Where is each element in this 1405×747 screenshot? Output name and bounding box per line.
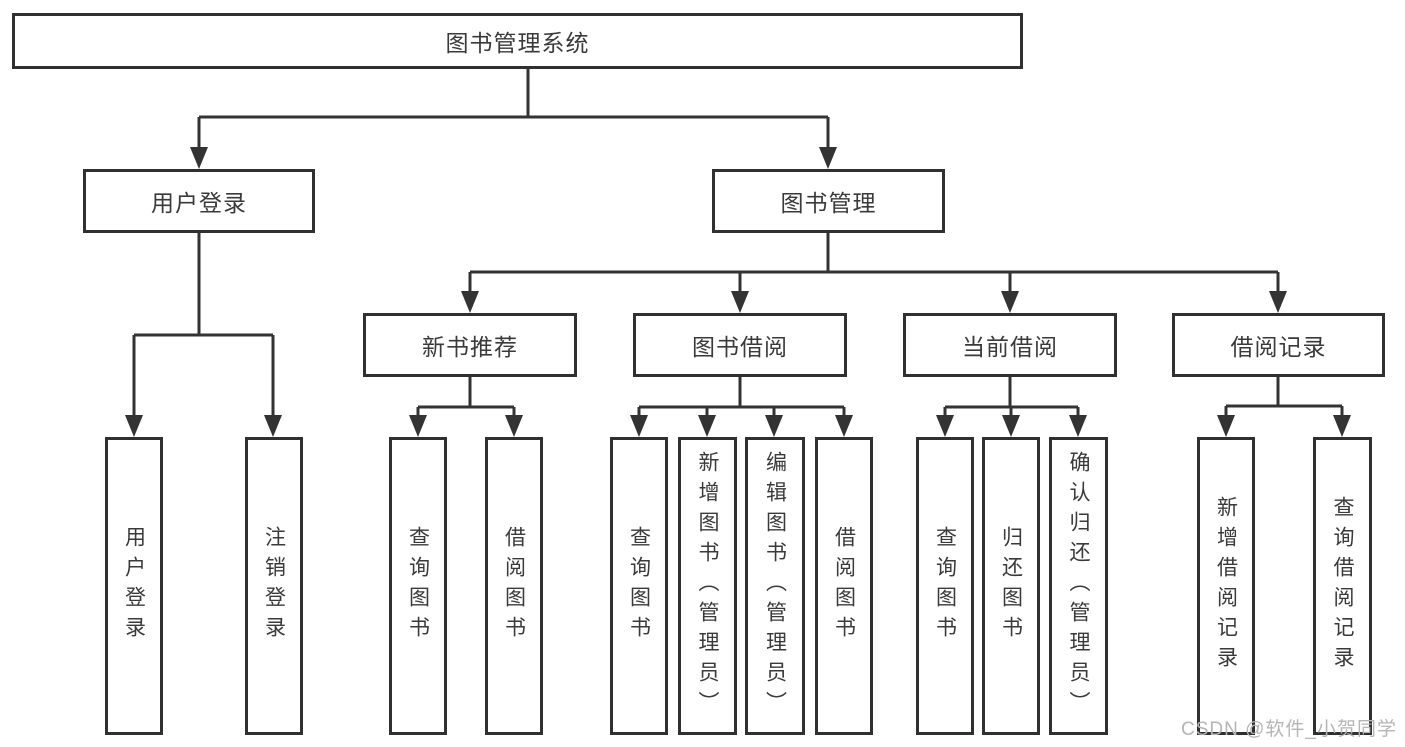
node-label: 查询借阅记录: [1331, 496, 1354, 676]
connector-book-borrow: [630, 377, 853, 437]
leaf-add-borrow-record: 新增借阅记录: [1197, 437, 1255, 735]
leaf-logout: 注销登录: [245, 437, 303, 735]
arrowhead: [1069, 415, 1087, 437]
connector-new-book-recommend: [409, 377, 523, 437]
node-label: 当前借阅: [962, 334, 1058, 360]
arrowhead: [1333, 415, 1351, 437]
node-label: 用户登录: [122, 526, 146, 646]
node-label: 借阅图书: [502, 526, 526, 646]
arrowhead: [1001, 291, 1019, 313]
node-book-management: 图书管理: [712, 169, 945, 233]
node-label: 查询图书: [406, 526, 430, 646]
node-label: 新增借阅记录: [1214, 496, 1238, 676]
arrowhead: [835, 415, 853, 437]
node-book-borrow: 图书借阅: [633, 313, 847, 377]
arrowhead: [765, 415, 783, 437]
arrowhead: [409, 415, 427, 437]
leaf-query-books: 查询图书: [389, 437, 447, 735]
node-label: 查询图书: [627, 526, 651, 646]
arrowhead: [461, 291, 479, 313]
node-label: 确认归还（管理员）: [1067, 451, 1090, 721]
connector-user-login: [125, 233, 282, 437]
leaf-confirm-return-admin: 确认归还（管理员）: [1049, 437, 1108, 735]
arrowhead: [698, 415, 716, 437]
node-label: 新增图书（管理员）: [696, 451, 719, 721]
leaf-borrow-books: 借阅图书: [485, 437, 543, 735]
leaf-user-login: 用户登录: [105, 437, 163, 735]
leaf-add-book-admin: 新增图书（管理员）: [678, 437, 737, 735]
arrowhead: [1002, 415, 1020, 437]
node-label: 查询图书: [933, 526, 957, 646]
node-new-book-recommend: 新书推荐: [363, 313, 577, 377]
connector-book-management: [461, 233, 1287, 313]
connector-current-borrow: [936, 377, 1087, 437]
csdn-watermark: CSDN @软件_小贺同学: [1181, 719, 1397, 740]
node-label: 借阅记录: [1230, 334, 1327, 360]
node-label: 注销登录: [262, 526, 286, 646]
arrowhead: [190, 147, 208, 169]
connector-root: [190, 69, 837, 169]
leaf-query-books-2: 查询图书: [610, 437, 668, 735]
node-borrow-records: 借阅记录: [1172, 313, 1385, 377]
arrowhead: [264, 415, 282, 437]
leaf-query-borrow-record: 查询借阅记录: [1313, 437, 1372, 735]
node-label: 借阅图书: [832, 526, 856, 646]
arrowhead: [630, 415, 648, 437]
leaf-query-books-3: 查询图书: [916, 437, 974, 735]
node-label: 编辑图书（管理员）: [763, 451, 787, 721]
arrowhead: [125, 415, 143, 437]
node-library-management-system: 图书管理系统: [12, 13, 1023, 69]
arrowhead: [505, 415, 523, 437]
node-label: 新书推荐: [422, 334, 518, 360]
arrowhead: [731, 291, 749, 313]
node-label: 归还图书: [999, 526, 1023, 646]
node-label: 图书管理系统: [445, 30, 590, 56]
leaf-edit-book-admin: 编辑图书（管理员）: [745, 437, 805, 735]
arrowhead: [819, 147, 837, 169]
arrowhead: [1217, 415, 1235, 437]
arrowhead: [936, 415, 954, 437]
node-current-borrow: 当前借阅: [903, 313, 1117, 377]
leaf-return-book: 归还图书: [982, 437, 1040, 735]
node-label: 用户登录: [151, 190, 247, 216]
node-label: 图书管理: [780, 190, 877, 216]
connector-borrow-records: [1217, 377, 1351, 437]
node-user-login: 用户登录: [83, 169, 315, 233]
leaf-borrow-books-2: 借阅图书: [815, 437, 873, 735]
node-label: 图书借阅: [692, 334, 788, 360]
arrowhead: [1269, 291, 1287, 313]
